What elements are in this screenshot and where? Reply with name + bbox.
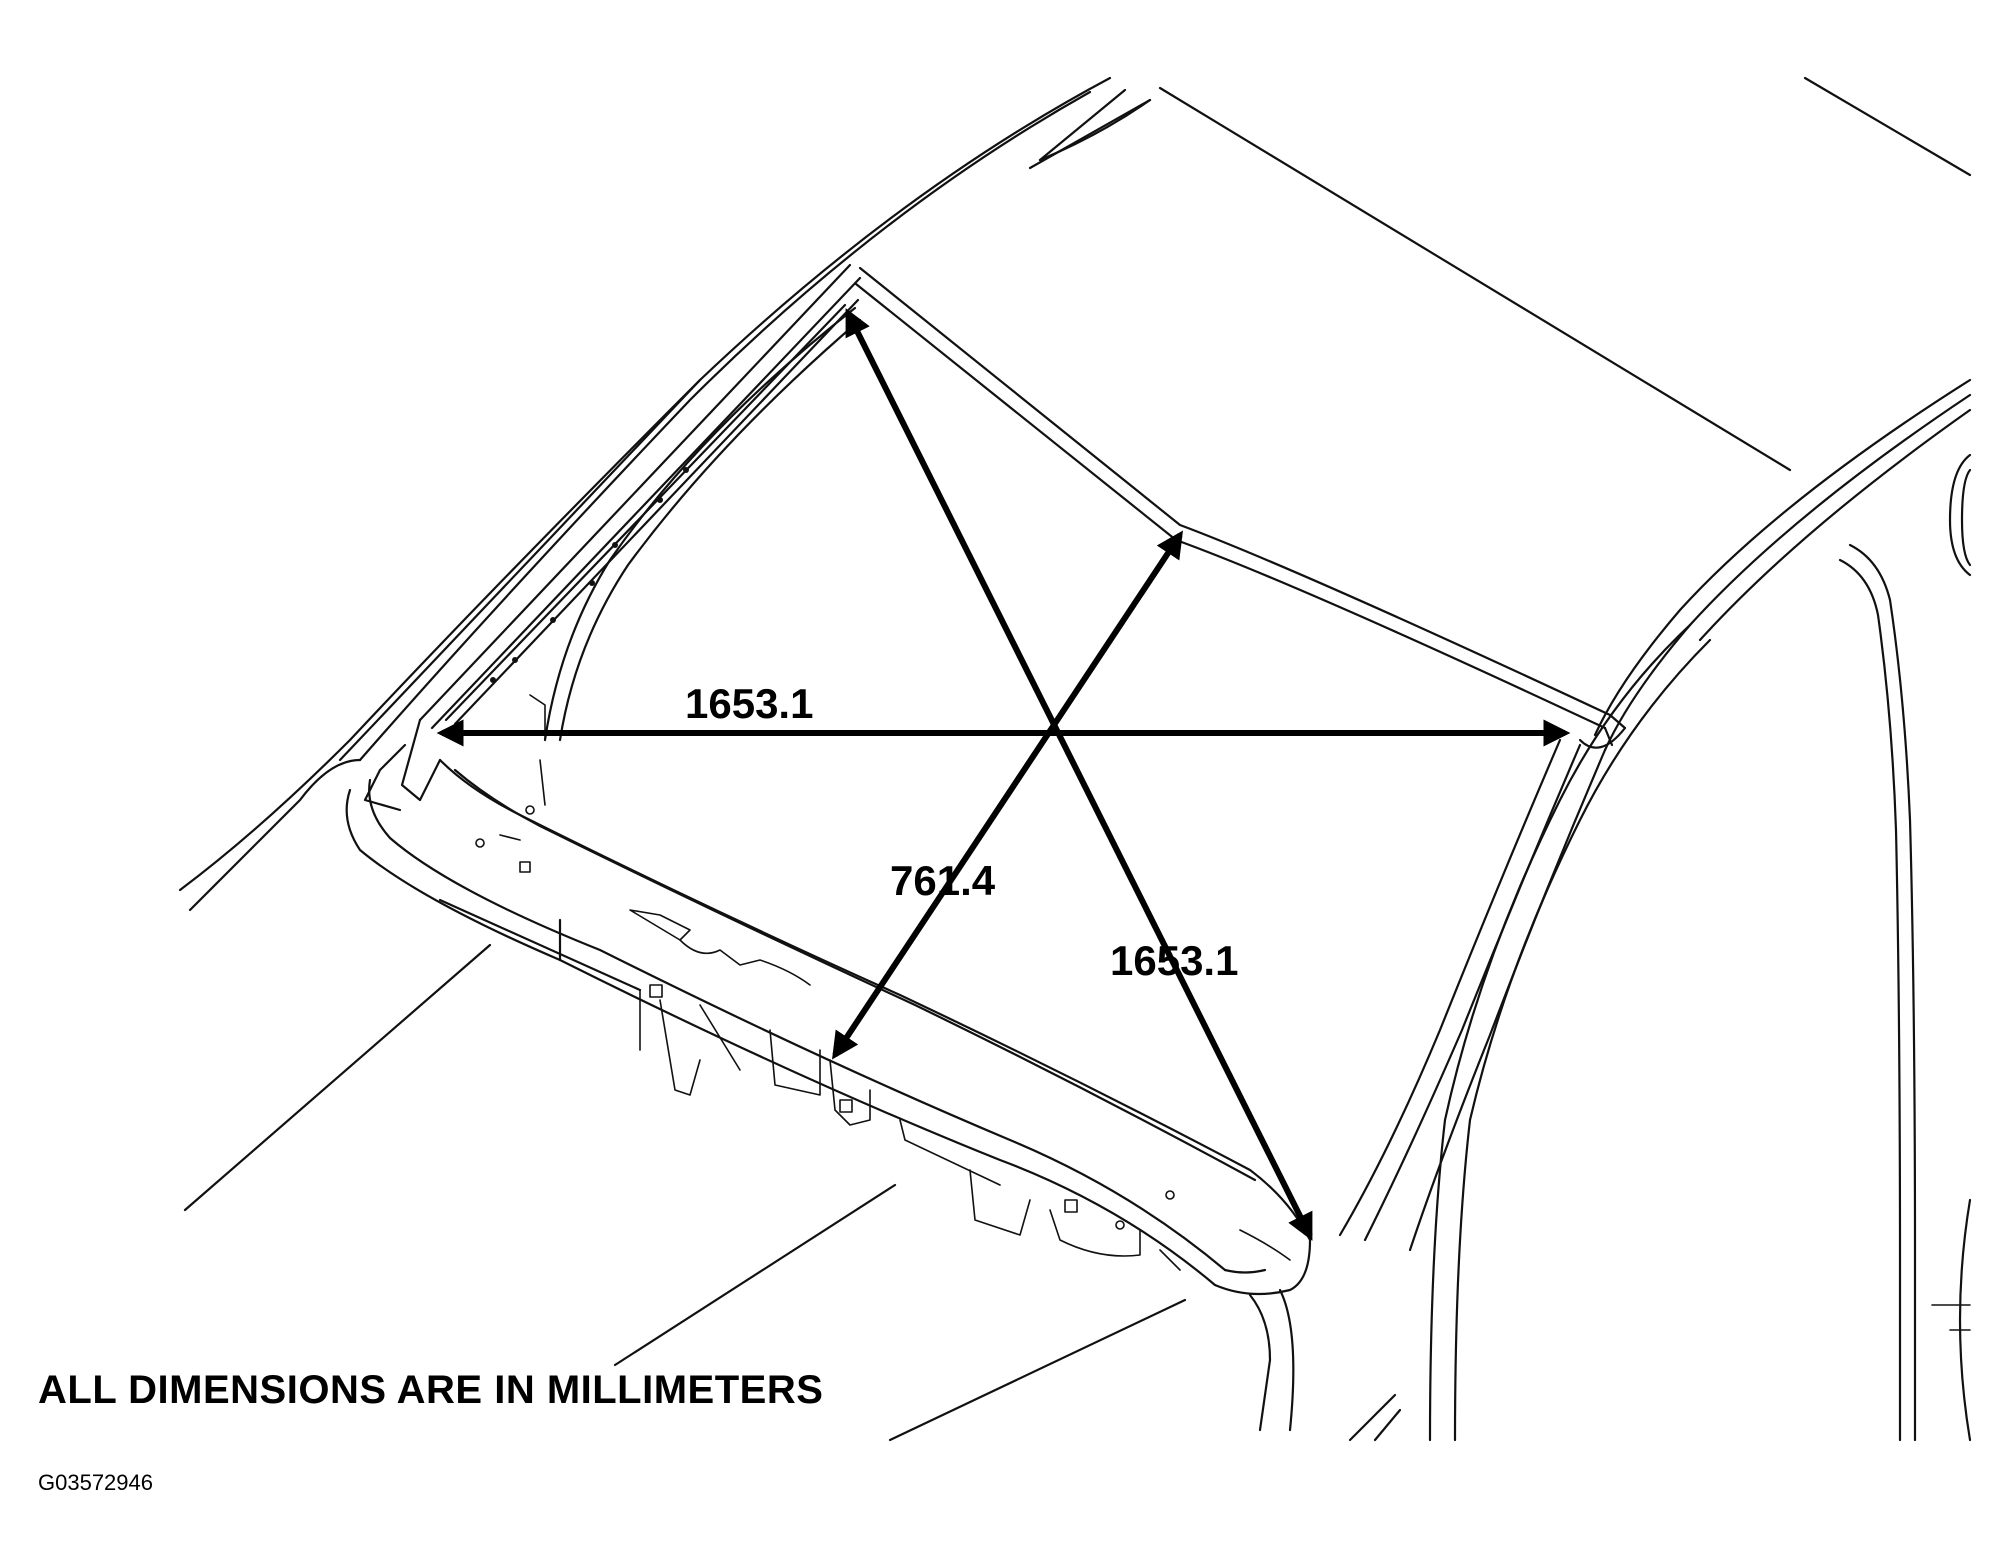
units-note: ALL DIMENSIONS ARE IN MILLIMETERS [38, 1368, 824, 1412]
windshield-header [854, 266, 1627, 749]
roof-outline [178, 76, 1972, 892]
left-a-pillar [363, 263, 862, 812]
height-dimension-label: 761.4 [890, 857, 996, 904]
hood-lines [183, 758, 1402, 1442]
cowl-panel [345, 694, 1312, 1432]
horizontal-dimension-label: 1653.1 [685, 680, 813, 727]
height-dimension-arrow [832, 530, 1183, 1060]
dimension-arrows [436, 308, 1571, 1241]
diagonal-dimension-label: 1653.1 [1110, 937, 1238, 984]
right-a-pillar [1338, 378, 1972, 1442]
pillar-rivets [490, 467, 689, 683]
diagonal-dimension-arrow [845, 308, 1313, 1241]
figure-id: G03572946 [38, 1470, 153, 1495]
